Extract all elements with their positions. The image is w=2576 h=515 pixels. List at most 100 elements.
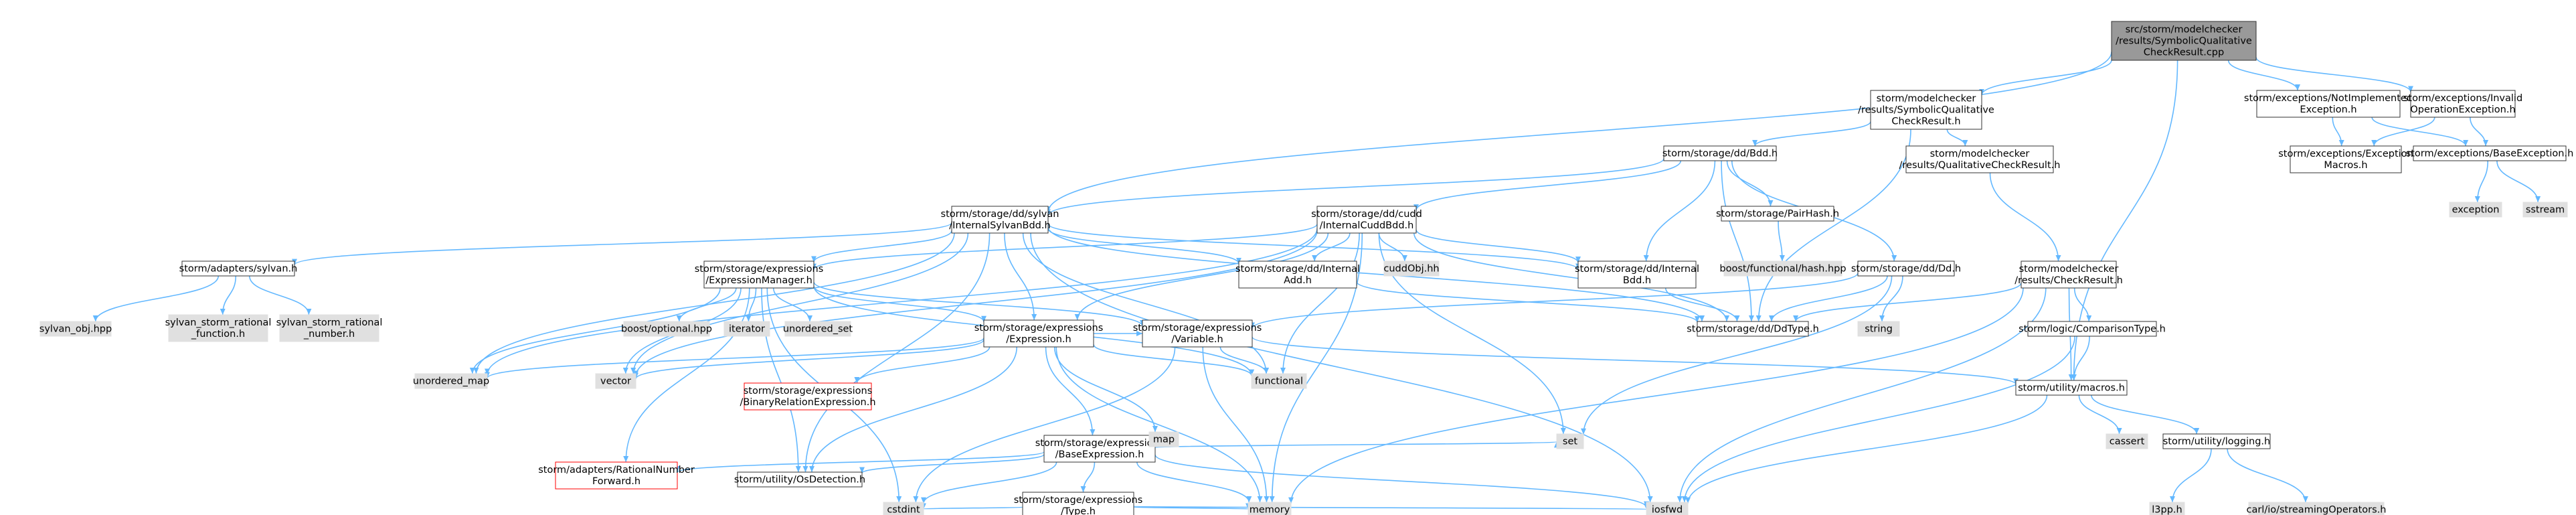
edge-dd-to-string [1879,275,1903,322]
node-label: /Expression.h [1006,334,1071,345]
edge-invalidop-to-excmacros [2371,117,2435,147]
edge-checkresult-to-comptype [2073,287,2092,322]
node-unordmap: unordered_map [413,373,489,389]
node-label: unordered_set [783,324,853,335]
node-comptype[interactable]: storm/logic/ComparisonType.h [2019,321,2166,337]
node-box [595,373,636,389]
node-label: iosfwd [1652,505,1683,515]
node-boosthash: boost/functional/hash.hpp [1719,261,1847,277]
edge-variable-to-cstdint [913,346,1176,503]
edge-cuddbdd-to-internaladd [1312,232,1351,262]
edge-qualcr-to-checkresult [1989,172,2061,262]
node-label: CheckResult.cpp [2144,48,2224,58]
node-box [1148,431,1179,447]
edge-exprmgr-to-iterator [746,287,757,322]
node-type[interactable]: storm/storage/expressions/Type.h [1014,492,1143,515]
edge-invalidop-to-baseexc [2470,117,2489,147]
edge-notimpl-to-excmacros [2332,117,2344,147]
node-box [1646,502,1689,515]
node-label: storm/utility/macros.h [2018,383,2125,394]
node-map: map [1148,431,1179,447]
node-adaptsylvan[interactable]: storm/adapters/sylvan.h [179,261,298,277]
node-checkresult[interactable]: storm/modelchecker/results/CheckResult.h [2014,261,2123,289]
node-box [983,319,1094,348]
edge-baseexpr-to-set [1154,441,1559,449]
edge-sylvanbdd-to-expression [1004,232,1037,321]
node-ddtype[interactable]: storm/storage/dd/DdType.h [1687,321,1819,337]
edge-logging-to-l3pp [2169,448,2212,503]
node-box [1905,145,2054,173]
node-cuddobj: cuddObj.hh [1383,261,1440,277]
node-srfunc: sylvan_storm_rational_function.h [165,314,271,342]
node-box [2449,202,2502,218]
node-box [2290,145,2402,173]
node-box [181,261,295,277]
node-pairhash[interactable]: storm/storage/PairHash.h [1716,206,1839,222]
node-baseexpr[interactable]: storm/storage/expressions/BaseExpression… [1035,435,1165,463]
node-box [1316,206,1417,234]
node-box [2015,380,2128,396]
node-sstream: sstream [2522,202,2568,218]
node-label: /BaseExpression.h [1055,449,1144,460]
edge-exprmgr-to-boostopt [676,287,737,322]
node-label: iterator [729,324,765,335]
node-label: storm/storage/dd/DdType.h [1687,324,1819,335]
edge-checkresult-to-ddtype [1793,282,2022,322]
node-label: storm/storage/dd/sylvan [941,209,1059,220]
node-label: /InternalCuddBdd.h [1320,220,1414,231]
node-notimpl[interactable]: storm/exceptions/NotImplementedException… [2244,90,2413,118]
edge-expression-to-unordmap [485,337,984,379]
node-sylvanbdd[interactable]: storm/storage/dd/sylvan/InternalSylvanBd… [941,206,1059,234]
node-cuddbdd[interactable]: storm/storage/dd/cudd/InternalCuddBdd.h [1311,206,1422,234]
edge-adaptsylvan-to-srnum [249,275,312,315]
edge-baseexpr-to-ratnum [675,451,1045,473]
node-label: Macros.h [2324,160,2367,171]
node-baseexc[interactable]: storm/exceptions/BaseException.h [2406,145,2574,161]
node-symh[interactable]: storm/modelchecker/results/SymbolicQuali… [1858,90,1994,130]
node-label: storm/storage/expressions [1014,495,1143,506]
node-box [744,382,872,411]
node-osdet[interactable]: storm/utility/OsDetection.h [734,471,865,488]
node-variable[interactable]: storm/storage/expressions/Variable.h [1133,319,1262,348]
edge-baseexpr-to-osdet [859,453,1045,474]
node-label: storm/utility/OsDetection.h [734,475,865,486]
edge-checkresult-to-iosfwd [1677,287,2047,503]
node-label: /Type.h [1061,506,1096,515]
node-box [1248,502,1292,515]
node-label: storm/exceptions/NotImplemented [2244,93,2413,104]
node-box [2256,90,2401,118]
node-box [1043,435,1156,463]
node-sylvanobj: sylvan_obj.hpp [39,321,112,337]
node-macros[interactable]: storm/utility/macros.h [2015,380,2128,396]
node-box [414,373,488,389]
edge-symh-to-qualcr [1946,129,1968,147]
edge-sylvanbdd-to-osdet [802,232,991,473]
edge-type-to-cstdint [921,502,1023,510]
edge-adaptsylvan-to-sylvanobj [92,275,220,322]
node-exprmgr[interactable]: storm/storage/expressions/ExpressionMana… [695,261,824,289]
node-bdd[interactable]: storm/storage/dd/Bdd.h [1662,145,1778,161]
node-box [168,314,268,342]
node-dd[interactable]: storm/storage/dd/Dd.h [1851,261,1961,277]
node-root[interactable]: src/storm/modelchecker/results/SymbolicQ… [2111,21,2257,61]
edge-bdd-to-pairhash [1726,160,1774,207]
node-box [2111,21,2257,61]
node-expression[interactable]: storm/storage/expressions/Expression.h [974,319,1104,348]
node-label: exception [2452,205,2500,216]
node-box [1663,145,1777,161]
edge-baseexpr-to-iosfwd [1154,454,1649,508]
node-box [1022,492,1134,515]
node-logging[interactable]: storm/utility/logging.h [2162,433,2271,449]
node-invalidop[interactable]: storm/exceptions/InvalidOperationExcepti… [2403,90,2522,118]
node-unordset: unordered_set [783,321,853,337]
node-label: storm/storage/PairHash.h [1716,209,1839,220]
node-box [737,471,863,488]
node-qualcr[interactable]: storm/modelchecker/results/QualitativeCh… [1899,145,2061,173]
edge-bdd-to-cuddbdd [1413,160,1682,211]
node-binrel[interactable]: storm/storage/expressions/BinaryRelation… [740,382,876,411]
